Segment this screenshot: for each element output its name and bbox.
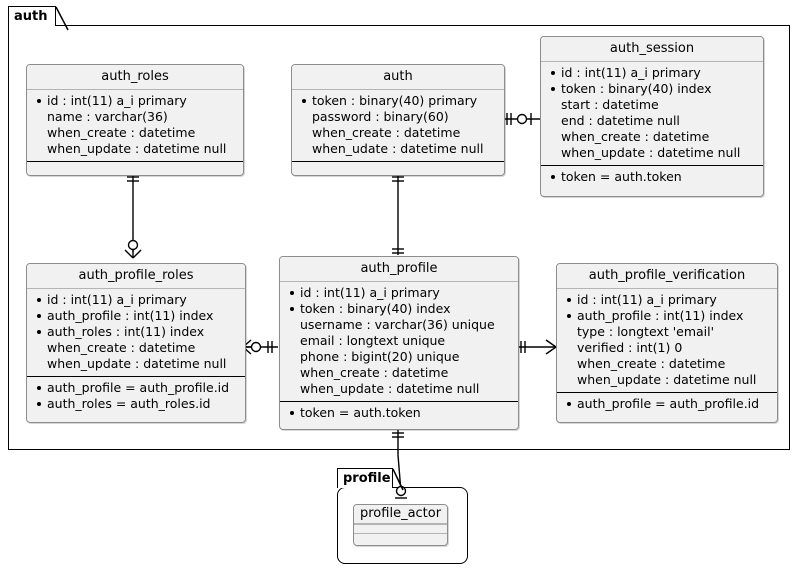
entity-title: auth_profile_roles — [27, 264, 245, 289]
package-profile-tab-label: profile — [337, 468, 393, 488]
field-row: token : binary(40) index — [549, 81, 755, 97]
entity-relations: auth_profile = auth_profile.id auth_role… — [27, 376, 245, 416]
entity-title: auth_profile_verification — [557, 264, 777, 289]
entity-relations: token = auth.token — [280, 401, 518, 425]
field-row: when_update : datetime null — [47, 356, 227, 371]
field-row: when_create : datetime — [300, 365, 449, 380]
field-row: auth_profile : int(11) index — [35, 308, 237, 324]
field-row: when_update : datetime null — [577, 372, 757, 387]
entity-relations: token = auth.token — [541, 165, 763, 189]
entity-fields: id : int(11) a_i primary token : binary(… — [541, 62, 763, 165]
entity-title: auth_roles — [27, 65, 243, 90]
entity-auth-profile-verification[interactable]: auth_profile_verification id : int(11) a… — [556, 263, 778, 423]
field-row: type : longtext 'email' — [577, 324, 715, 339]
field-row: name : varchar(36) — [47, 109, 168, 124]
entity-fields: id : int(11) a_i primary auth_profile : … — [27, 289, 245, 376]
field-row: id : int(11) a_i primary — [35, 93, 235, 109]
field-row: token : binary(40) primary — [300, 93, 496, 109]
entity-auth-session[interactable]: auth_session id : int(11) a_i primary to… — [540, 36, 764, 197]
entity-auth-profile[interactable]: auth_profile id : int(11) a_i primary to… — [279, 256, 519, 430]
field-row: start : datetime — [561, 97, 659, 112]
field-row: password : binary(60) — [312, 109, 449, 124]
entity-title: auth — [292, 65, 504, 90]
entity-relations — [27, 161, 243, 171]
entity-fields: token : binary(40) primary password : bi… — [292, 90, 504, 161]
field-row: end : datetime null — [561, 113, 680, 128]
package-auth: auth — [8, 6, 790, 450]
field-row: auth_roles : int(11) index — [35, 324, 237, 340]
relation-row: auth_roles = auth_roles.id — [35, 396, 237, 412]
package-auth-tab-label: auth — [8, 6, 56, 26]
entity-fields — [354, 524, 447, 533]
field-row: id : int(11) a_i primary — [565, 292, 769, 308]
entity-fields: id : int(11) a_i primary auth_profile : … — [557, 289, 777, 392]
field-row: when_create : datetime — [47, 125, 196, 140]
entity-profile-actor[interactable]: profile_actor — [353, 504, 448, 546]
field-row: email : longtext unique — [300, 333, 446, 348]
relation-row: auth_profile = auth_profile.id — [565, 396, 769, 412]
field-row: id : int(11) a_i primary — [288, 285, 510, 301]
field-row: token : binary(40) index — [288, 301, 510, 317]
field-row: when_create : datetime — [47, 340, 196, 355]
field-row: verified : int(1) 0 — [577, 340, 683, 355]
field-row: phone : bigint(20) unique — [300, 349, 460, 364]
field-row: auth_profile : int(11) index — [565, 308, 769, 324]
entity-relations: auth_profile = auth_profile.id — [557, 392, 777, 416]
entity-title: auth_profile — [280, 257, 518, 282]
entity-relations — [354, 533, 447, 542]
relation-row: auth_profile = auth_profile.id — [35, 380, 237, 396]
field-row: id : int(11) a_i primary — [35, 292, 237, 308]
entity-auth[interactable]: auth token : binary(40) primary password… — [291, 64, 505, 176]
field-row: when_update : datetime null — [300, 381, 480, 396]
field-row: when_udate : datetime null — [312, 141, 484, 156]
entity-title: auth_session — [541, 37, 763, 62]
field-row: when_create : datetime — [561, 129, 710, 144]
field-row: id : int(11) a_i primary — [549, 65, 755, 81]
entity-fields: id : int(11) a_i primary token : binary(… — [280, 282, 518, 401]
entity-auth-roles[interactable]: auth_roles id : int(11) a_i primary name… — [26, 64, 244, 176]
field-row: when_update : datetime null — [561, 145, 741, 160]
relation-row: token = auth.token — [549, 169, 755, 185]
relation-row: token = auth.token — [288, 405, 510, 421]
package-profile-tab-slant — [392, 468, 404, 491]
entity-fields: id : int(11) a_i primary name : varchar(… — [27, 90, 243, 161]
entity-relations — [292, 161, 504, 171]
entity-auth-profile-roles[interactable]: auth_profile_roles id : int(11) a_i prim… — [26, 263, 246, 423]
package-auth-body — [8, 25, 790, 450]
field-row: when_create : datetime — [312, 125, 461, 140]
field-row: when_create : datetime — [577, 356, 726, 371]
field-row: when_update : datetime null — [47, 141, 227, 156]
package-auth-tab-slant — [55, 6, 69, 31]
entity-title: profile_actor — [354, 505, 447, 524]
field-row: username : varchar(36) unique — [300, 317, 495, 332]
